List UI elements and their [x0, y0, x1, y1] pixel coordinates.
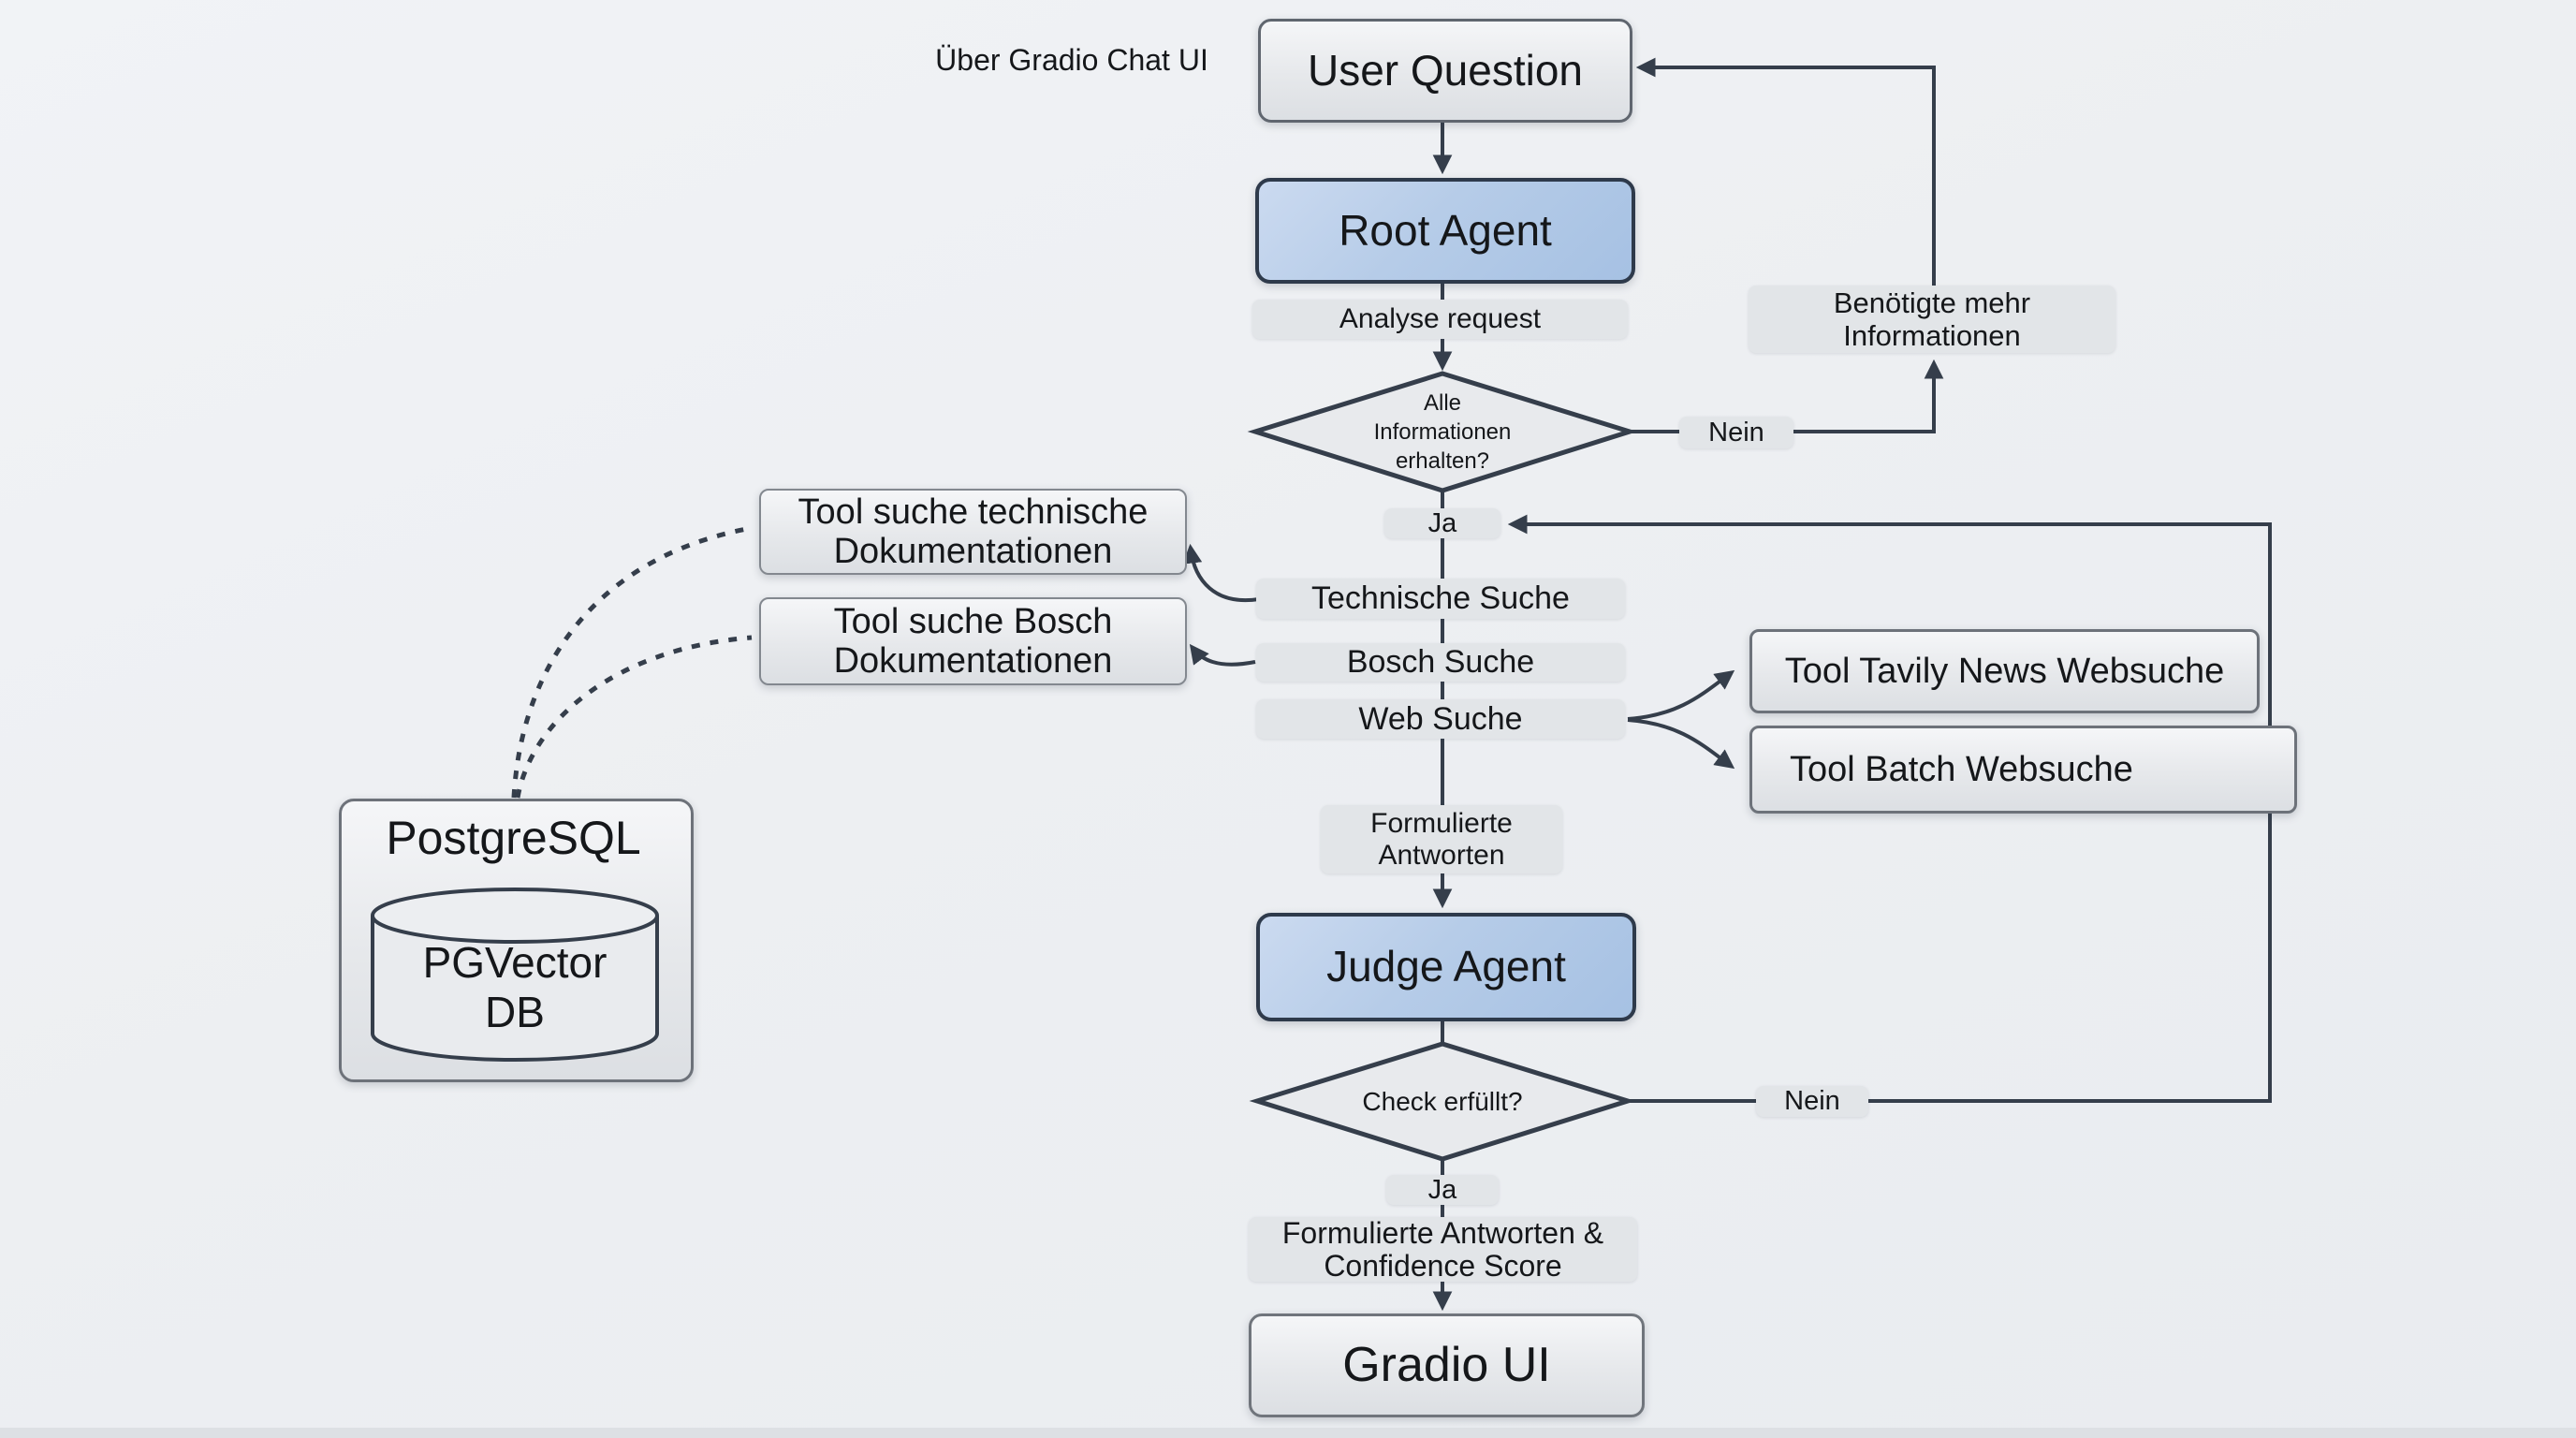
tool-tavily-node: Tool Tavily News Websuche	[1749, 629, 2260, 713]
decision-info-line1: Alle	[1423, 389, 1462, 416]
pgvector-cylinder	[371, 888, 659, 1062]
confidence-line2: Confidence Score	[1324, 1248, 1562, 1283]
decision-diamond-info	[1247, 371, 1638, 493]
cylinder-top	[371, 888, 659, 944]
analyse-request-band: Analyse request	[1252, 300, 1628, 339]
nein-label-check: Nein	[1756, 1086, 1868, 1117]
decision-info-text: Alle Informationen erhalten?	[1330, 388, 1555, 476]
bosch-suche-label: Bosch Suche	[1346, 644, 1535, 681]
arrow-bosch-suche-to-tool	[1189, 643, 1256, 667]
check-erfuellt-label: Check erfüllt?	[1362, 1087, 1523, 1116]
technische-suche-label: Technische Suche	[1311, 580, 1570, 617]
dotted-postgres-to-tool-tech	[511, 525, 753, 799]
formulierte-antworten-band: Formulierte Antworten	[1321, 805, 1562, 873]
caption-ueber-gradio-chat-ui: Über Gradio Chat UI	[935, 43, 1208, 77]
pgvector-line1: PGVector	[422, 938, 607, 987]
bottom-edge-strip	[0, 1428, 2576, 1438]
decision-info-line2: Informationen	[1373, 418, 1512, 445]
tool-tech-line1: Tool suche technische	[798, 492, 1149, 532]
user-question-node: User Question	[1258, 19, 1632, 123]
gradio-ui-node: Gradio UI	[1249, 1313, 1645, 1417]
judge-agent-node: Judge Agent	[1256, 913, 1636, 1021]
ja-label-check-text: Ja	[1427, 1174, 1457, 1205]
decision-diamond-check	[1249, 1041, 1636, 1162]
tool-bosch-line2: Dokumentationen	[833, 641, 1113, 681]
connector-benoetigte-to-user	[1635, 57, 1936, 286]
benoetigte-mehr-band: Benötigte mehr Informationen	[1749, 286, 2115, 353]
analyse-request-label: Analyse request	[1339, 303, 1542, 335]
web-suche-band: Web Suche	[1256, 699, 1625, 739]
tool-tech-line2: Dokumentationen	[833, 532, 1113, 571]
nein-label-info-text: Nein	[1708, 417, 1764, 448]
tool-tavily-label: Tool Tavily News Websuche	[1784, 651, 2225, 691]
cylinder-body	[371, 916, 659, 1062]
formulierte-line2: Antworten	[1378, 839, 1505, 871]
root-agent-node: Root Agent	[1255, 178, 1635, 284]
ja-label-info: Ja	[1384, 508, 1500, 538]
formulierte-confidence-band: Formulierte Antworten & Confidence Score	[1249, 1215, 1637, 1283]
web-suche-label: Web Suche	[1358, 700, 1523, 737]
check-erfuellt-text: Check erfüllt?	[1321, 1086, 1564, 1118]
pgvector-line2: DB	[485, 988, 545, 1036]
benoetigte-line2: Informationen	[1843, 319, 2021, 352]
postgresql-label: PostgreSQL	[386, 812, 641, 864]
nein-label-info: Nein	[1679, 417, 1793, 448]
decision-info-line3: erhalten?	[1395, 448, 1490, 474]
pgvector-db-label: PGVector DB	[370, 936, 660, 1039]
root-agent-label: Root Agent	[1339, 205, 1552, 255]
tool-bosch-line1: Tool suche Bosch	[833, 602, 1113, 641]
technische-suche-band: Technische Suche	[1256, 579, 1625, 619]
gradio-ui-label: Gradio UI	[1342, 1338, 1551, 1393]
benoetigte-line1: Benötigte mehr	[1833, 286, 2031, 319]
formulierte-line1: Formulierte	[1370, 807, 1513, 839]
dotted-postgres-to-tool-bosch	[515, 635, 753, 799]
user-question-label: User Question	[1307, 45, 1583, 95]
tool-suche-technische-node: Tool suche technische Dokumentationen	[759, 489, 1187, 575]
ja-label-check: Ja	[1386, 1175, 1499, 1205]
bosch-suche-band: Bosch Suche	[1256, 643, 1625, 682]
nein-label-check-text: Nein	[1784, 1086, 1840, 1117]
tool-suche-bosch-node: Tool suche Bosch Dokumentationen	[759, 597, 1187, 685]
arrow-web-to-batch	[1627, 718, 1735, 770]
confidence-line1: Formulierte Antworten &	[1281, 1215, 1604, 1250]
ja-label-info-text: Ja	[1427, 507, 1457, 538]
judge-agent-label: Judge Agent	[1326, 942, 1566, 991]
arrow-web-to-tavily	[1627, 669, 1735, 721]
tool-batch-label: Tool Batch Websuche	[1790, 749, 2133, 789]
arrow-tech-suche-to-tool	[1182, 543, 1260, 603]
tool-batch-node: Tool Batch Websuche	[1749, 726, 2297, 814]
